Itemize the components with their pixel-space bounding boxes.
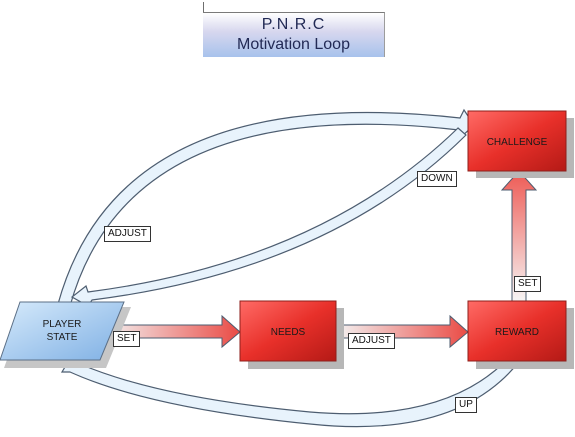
reward-label: REWARD xyxy=(495,327,539,338)
reward-node xyxy=(467,300,567,362)
edge-label-down: DOWN xyxy=(417,171,457,187)
arrow-down-curve xyxy=(70,127,467,307)
edge-label-adjust-needs-reward: ADJUST xyxy=(348,333,395,349)
diagram-title: P.N.R.C Motivation Loop xyxy=(203,12,385,57)
player-state-label-2: STATE xyxy=(47,332,78,343)
challenge-node xyxy=(467,110,567,172)
title-line-1: P.N.R.C xyxy=(261,16,326,33)
player-state-node xyxy=(0,301,125,361)
player-state-label-1: PLAYER xyxy=(43,319,82,330)
edge-label-set-player-needs: SET xyxy=(113,331,141,347)
edge-label-adjust-challenge-player: ADJUST xyxy=(104,226,151,242)
needs-label: NEEDS xyxy=(271,327,306,338)
arrow-adjust-curve xyxy=(57,108,475,307)
needs-node xyxy=(239,300,337,362)
challenge-label: CHALLENGE xyxy=(487,137,548,148)
edge-label-up: UP xyxy=(455,397,477,413)
edge-label-set-reward-challenge: SET xyxy=(514,276,542,292)
title-line-2: Motivation Loop xyxy=(237,36,350,53)
